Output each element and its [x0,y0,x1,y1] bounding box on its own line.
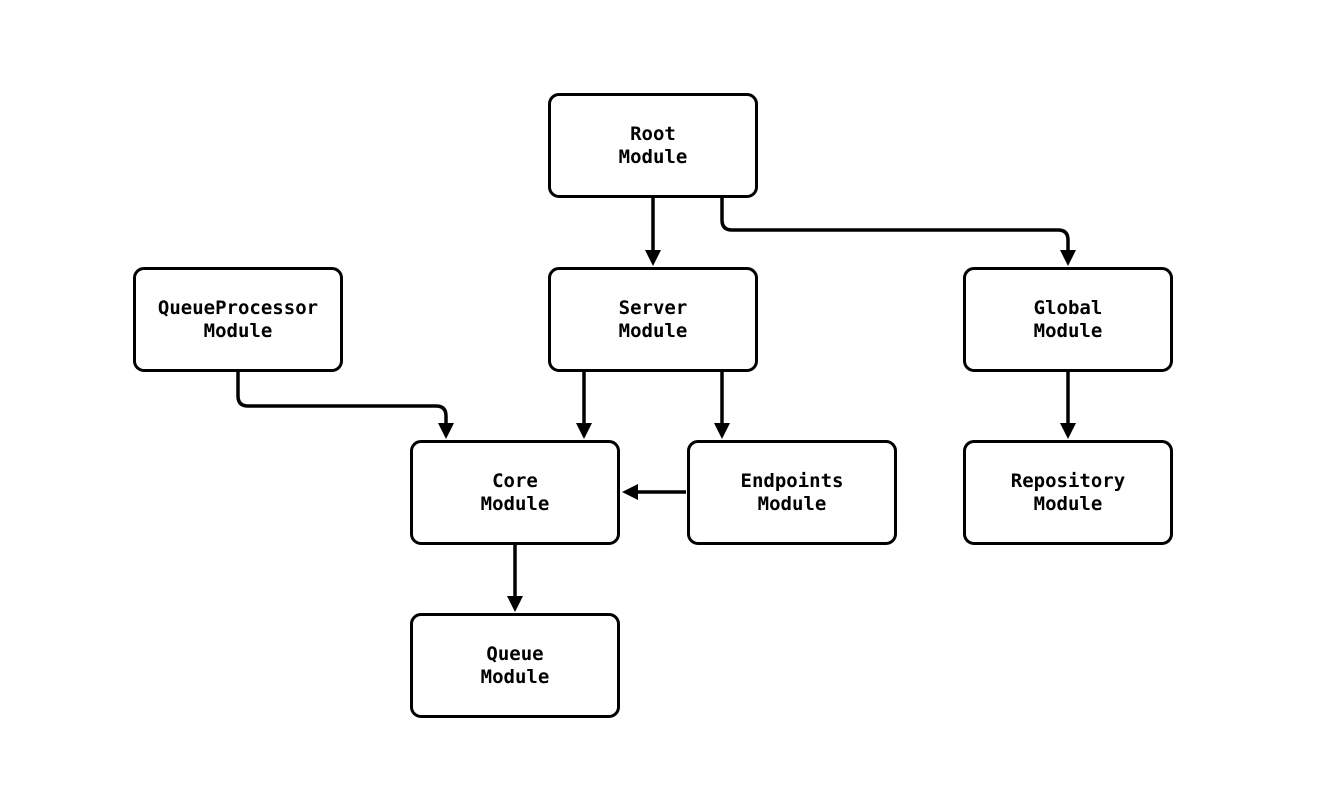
node-label-line1: QueueProcessor [157,296,319,319]
edge-queueprocessor-core [236,372,454,439]
node-label-line1: Root [630,122,676,145]
node-queueprocessor-module[interactable]: QueueProcessor Module [133,267,343,372]
node-global-module[interactable]: Global Module [963,267,1173,372]
node-label-line2: Module [757,492,827,515]
node-label-line2: Module [1033,492,1103,515]
edge-server-core [576,372,592,439]
node-label-line1: Repository [1010,469,1126,492]
node-repository-module[interactable]: Repository Module [963,440,1173,545]
node-queue-module[interactable]: Queue Module [410,613,620,718]
edge-global-repository [1060,372,1076,439]
node-label-line1: Endpoints [740,469,844,492]
edge-core-queue [507,545,523,612]
node-label-line2: Module [618,319,688,342]
node-endpoints-module[interactable]: Endpoints Module [687,440,897,545]
node-label-line1: Server [618,296,688,319]
node-server-module[interactable]: Server Module [548,267,758,372]
node-core-module[interactable]: Core Module [410,440,620,545]
edge-root-server [645,198,661,266]
node-label-line2: Module [1033,319,1103,342]
node-label-line1: Core [492,469,538,492]
node-label-line2: Module [618,145,688,168]
edge-endpoints-core [622,484,686,500]
node-root-module[interactable]: Root Module [548,93,758,198]
node-label-line1: Queue [486,642,544,665]
node-label-line2: Module [480,665,550,688]
node-label-line2: Module [480,492,550,515]
node-label-line2: Module [203,319,273,342]
node-label-line1: Global [1033,296,1103,319]
edge-server-endpoints [714,372,730,439]
edge-root-global [720,198,1076,266]
